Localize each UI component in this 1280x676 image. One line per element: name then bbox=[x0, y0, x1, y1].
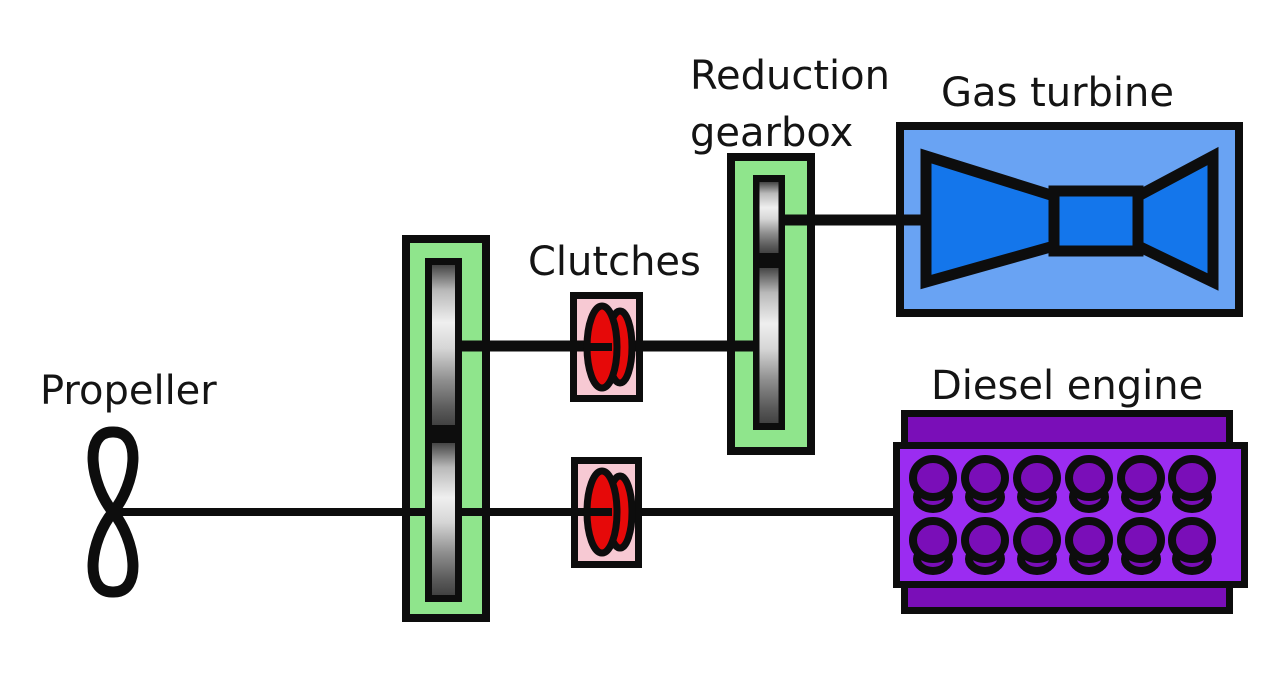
cylinder-icon bbox=[1172, 459, 1212, 509]
cylinder-icon bbox=[1121, 459, 1161, 509]
upper-clutch-discs bbox=[583, 302, 636, 392]
cylinder-icon bbox=[1069, 459, 1109, 509]
reduction-gearbox-label: Reduction gearbox bbox=[690, 48, 890, 162]
main-gearbox-shaft bbox=[425, 258, 462, 602]
gear-shaft-icon bbox=[432, 443, 455, 595]
cylinder-icon bbox=[1121, 521, 1161, 571]
turbine-core bbox=[1048, 185, 1144, 257]
turbine-rotor-icon bbox=[920, 146, 1219, 291]
gear-shaft-icon bbox=[759, 268, 779, 423]
cylinder-icon bbox=[965, 521, 1005, 571]
cylinder-icon bbox=[913, 521, 953, 571]
propeller-label: Propeller bbox=[40, 368, 217, 414]
cylinder-icon bbox=[965, 459, 1005, 509]
propeller-icon bbox=[87, 426, 139, 598]
gas-turbine-label: Gas turbine bbox=[941, 70, 1175, 116]
cylinder-icon bbox=[1172, 521, 1212, 571]
reduction-gearbox-shaft bbox=[753, 175, 785, 430]
cylinder-icon bbox=[1069, 521, 1109, 571]
clutches-label: Clutches bbox=[528, 239, 701, 285]
cylinder-icon bbox=[1017, 459, 1057, 509]
gear-shaft-icon bbox=[432, 265, 455, 425]
turbine-exhaust-cone bbox=[1132, 146, 1219, 291]
reduction-gearbox-label-line1: Reduction bbox=[690, 53, 890, 99]
gear-shaft-icon bbox=[759, 182, 779, 253]
cylinder-icon bbox=[913, 459, 953, 509]
reduction-gearbox-label-line2: gearbox bbox=[690, 110, 854, 157]
diesel-engine-label: Diesel engine bbox=[931, 363, 1204, 409]
lower-clutch-discs bbox=[583, 467, 636, 557]
cylinder-icon bbox=[1017, 521, 1057, 571]
